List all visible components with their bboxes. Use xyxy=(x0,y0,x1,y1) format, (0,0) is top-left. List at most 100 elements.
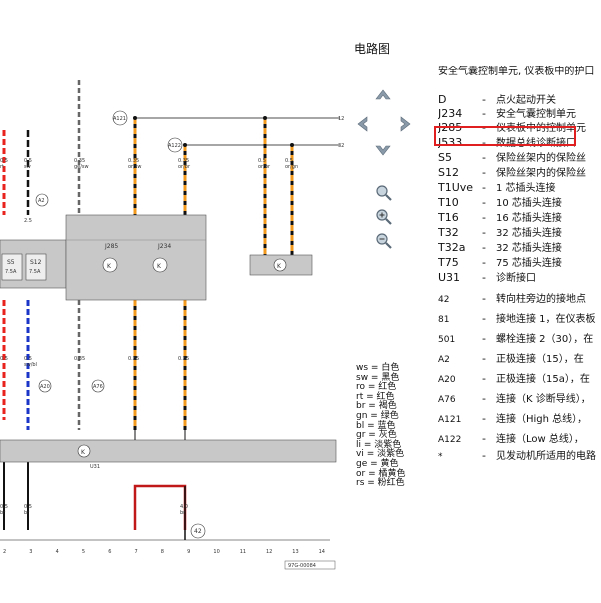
arrow-up-icon xyxy=(375,89,391,100)
color-key-item: gn = 绿色 xyxy=(356,410,406,422)
conn-a20-circle xyxy=(38,379,52,393)
legend-code: 81 xyxy=(438,315,450,325)
bus-k-circle-2 xyxy=(152,257,168,273)
arrow-down-icon xyxy=(375,145,391,156)
color-key-abbr: vi xyxy=(356,449,364,460)
legend-code: A2 xyxy=(438,355,450,365)
color-key-item: or = 橘黄色 xyxy=(356,468,406,480)
zoom-out-button[interactable] xyxy=(374,231,394,251)
color-key-name: 粉红色 xyxy=(377,478,405,489)
axis-number: 11 xyxy=(240,549,246,555)
wire-label-14: 0.5 xyxy=(24,504,32,510)
axis-number: 12 xyxy=(266,549,272,555)
color-key-abbr: gn xyxy=(356,410,368,421)
conn-a2-label: A2 xyxy=(38,198,45,204)
bus-high-ref: 12 xyxy=(338,116,344,122)
zoom-out-icon xyxy=(376,233,392,249)
legend-code: T75 xyxy=(438,256,459,269)
legend-dash: - xyxy=(482,166,486,179)
fuse-s5-rating: 7.5A xyxy=(5,269,17,275)
legend-dash: - xyxy=(482,271,486,284)
axis-number: 10 xyxy=(213,549,219,555)
wire-label-2b: 2.5 xyxy=(24,218,32,224)
color-key-abbr: or xyxy=(356,468,366,479)
color-key-name: 白色 xyxy=(381,363,400,373)
color-key-name: 黄色 xyxy=(380,458,399,469)
conn-a76-label: A76 xyxy=(93,384,103,390)
zoom-in-button[interactable] xyxy=(374,207,394,227)
conn-42-circle xyxy=(190,523,206,539)
legend-desc: 保险丝架内的保险丝 xyxy=(496,168,586,179)
legend-row: J234-安全气囊控制单元 xyxy=(438,106,601,121)
wire-label-15: 4.0 xyxy=(180,504,188,510)
wire-label-1c: rt xyxy=(0,164,4,170)
bus-k-label-1: K xyxy=(107,263,112,270)
color-key-name: 红色 xyxy=(376,391,395,402)
color-key-equals: = xyxy=(363,449,378,460)
bus-high-node-2 xyxy=(263,116,267,120)
legend-dash: - xyxy=(482,392,486,405)
axis-number: 6 xyxy=(108,549,111,555)
color-key-item: bl = 蓝色 xyxy=(356,421,406,432)
legend-dash: - xyxy=(482,181,486,194)
wire-label-3: 0.35 xyxy=(74,158,85,164)
nav-up-button[interactable] xyxy=(373,85,393,105)
legend-code: * xyxy=(438,452,443,462)
legend-row: S12-保险丝架内的保险丝 xyxy=(438,165,601,180)
wire-label-2: 0.5 xyxy=(24,158,32,164)
axis-number: 2 xyxy=(3,549,6,555)
zoom-in-icon xyxy=(376,209,392,225)
color-key-item: ro = 红色 xyxy=(356,382,406,393)
axis-number: 13 xyxy=(292,549,298,555)
wire-label-8: 0.5 xyxy=(0,356,8,362)
color-key-name: 绿色 xyxy=(380,410,399,421)
legend-row: S5-保险丝架内的保险丝 xyxy=(438,150,601,165)
color-key-name: 淡紫色 xyxy=(374,439,402,450)
color-key-abbr: ge xyxy=(356,458,368,469)
bus-high-node xyxy=(133,116,137,120)
wire-label-9: 0.5 xyxy=(24,356,32,362)
color-key-equals: = xyxy=(367,458,381,469)
module-u31-label: U31 xyxy=(90,464,100,470)
legend-row: T16-16 芯插头连接 xyxy=(438,210,601,225)
color-key-abbr: br xyxy=(356,401,366,412)
ground-loop xyxy=(133,484,187,530)
color-key-equals: = xyxy=(363,391,377,402)
legend-row: T32a-32 芯插头连接 xyxy=(438,240,601,255)
zoom-fit-button[interactable] xyxy=(374,183,394,203)
legend-code: A20 xyxy=(438,375,456,385)
color-key-equals: = xyxy=(365,430,379,441)
bus-k-circle-3 xyxy=(273,258,287,272)
legend-desc: 诊断接口 xyxy=(496,273,536,284)
legend-desc: 1 芯插头连接 xyxy=(496,183,556,194)
legend-dash: - xyxy=(482,211,486,224)
nav-right-button[interactable] xyxy=(395,114,415,134)
nav-left-button[interactable] xyxy=(353,114,373,134)
legend-dash: - xyxy=(482,196,486,209)
wire-label-5c: or/br xyxy=(178,164,191,170)
color-key-item: rt = 红色 xyxy=(356,391,406,403)
axis-number: 5 xyxy=(82,549,85,555)
legend-desc: 见发动机所适用的电路 xyxy=(496,451,596,462)
bus-k-circle-1 xyxy=(102,257,118,273)
legend-code: J234 xyxy=(438,107,463,120)
bus-low-ref: 32 xyxy=(338,143,344,149)
legend-dash: - xyxy=(482,332,486,345)
color-key-equals: = xyxy=(361,439,375,450)
legend-dash: - xyxy=(482,292,486,305)
nav-down-button[interactable] xyxy=(373,140,393,160)
legend-desc: 16 芯插头连接 xyxy=(496,213,562,224)
legend-code: S5 xyxy=(438,151,452,164)
arrow-right-icon xyxy=(400,116,411,132)
color-key-equals: = xyxy=(368,363,382,373)
fuse-s5 xyxy=(1,253,23,281)
conn-a20-label: A20 xyxy=(40,384,50,390)
legend-row: T75-75 芯插头连接 xyxy=(438,255,601,270)
legend-desc: 螺栓连接 2（30），在 xyxy=(496,334,594,345)
legend-desc: 连接（K 诊断导线）， xyxy=(496,394,591,405)
legend-code: D xyxy=(438,93,447,106)
conn-a2-circle xyxy=(35,193,49,207)
wire-label-7: 0.5 xyxy=(285,158,293,164)
wire-label-6c: or/br xyxy=(258,164,271,170)
